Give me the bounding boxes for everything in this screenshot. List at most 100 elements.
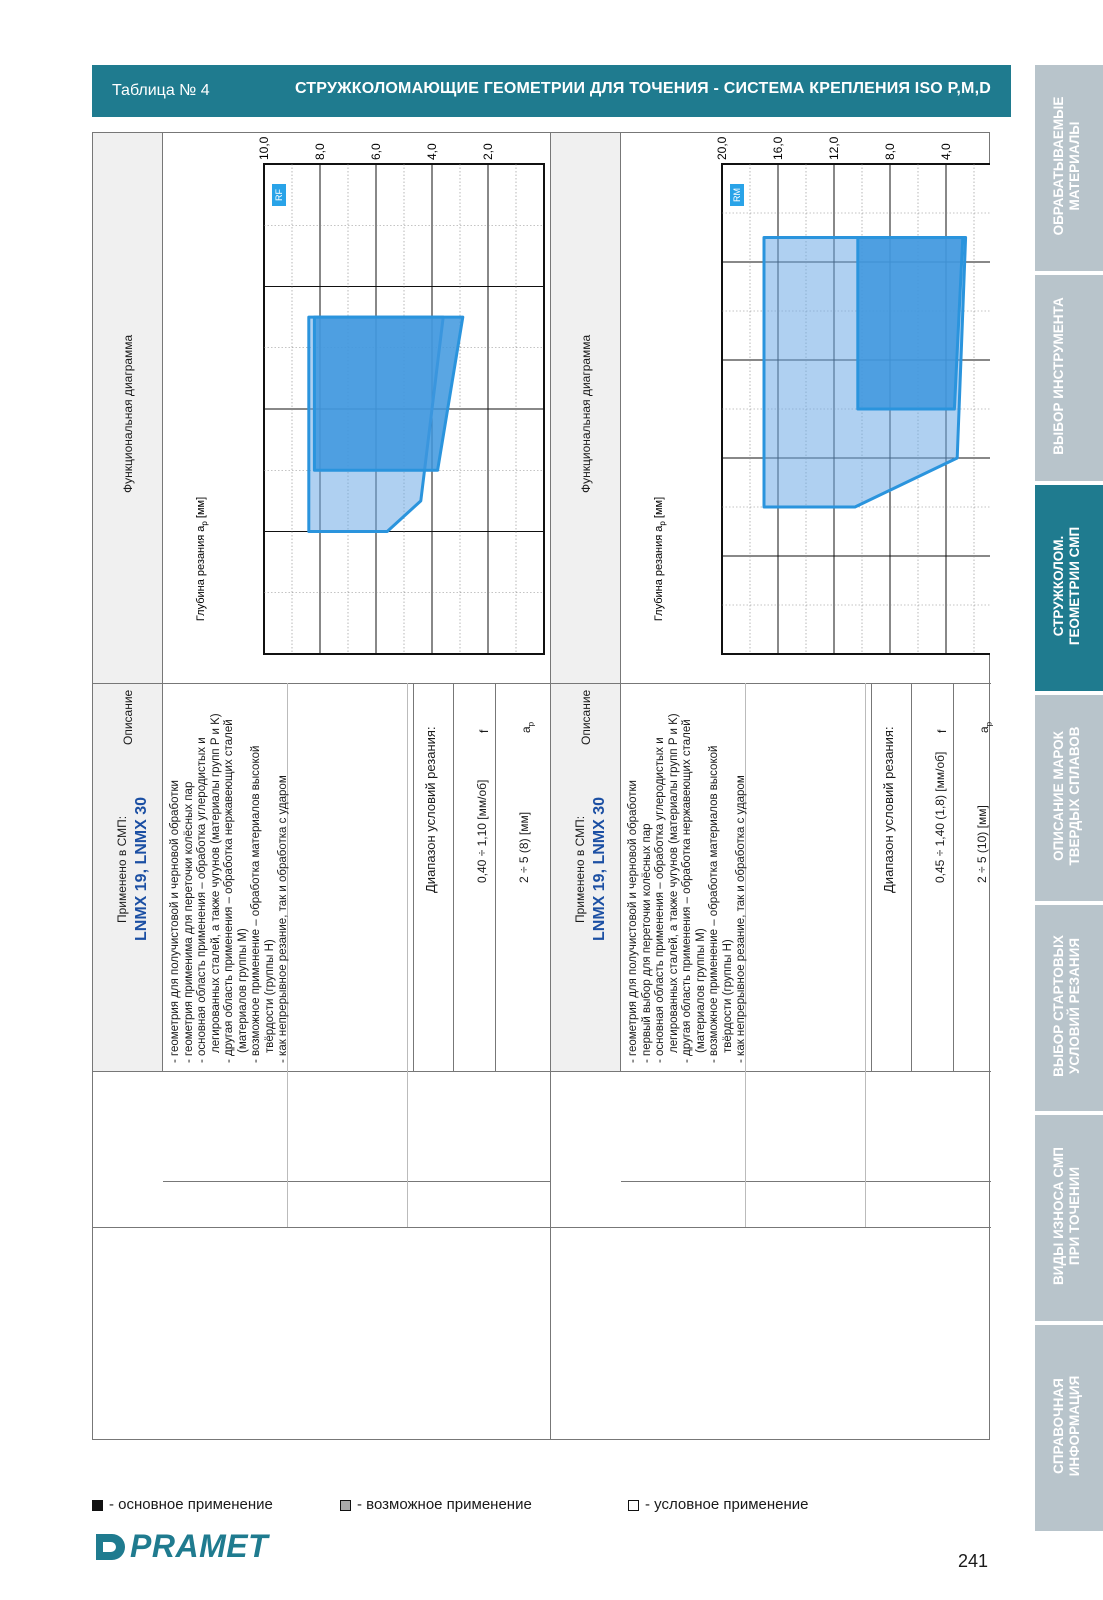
- description-section-title: Описание: [121, 689, 135, 745]
- y-tick-label: 4,0: [939, 143, 953, 160]
- side-tab-label: ОБРАБАТЫВАЕМЫЕ МАТЕРИАЛЫ: [1051, 96, 1082, 236]
- bullet: -: [654, 1055, 666, 1063]
- range-separator: [495, 683, 496, 1071]
- description-item: - первый выбор для переточки колёсных па…: [640, 823, 653, 1063]
- description-item: - геометрия применима для переточки колё…: [182, 781, 195, 1063]
- chart-tag-bg: [730, 184, 744, 206]
- legend-main-icon: [92, 1499, 103, 1511]
- description-section-title: Описание: [579, 689, 593, 745]
- description-item: - другая область применения – обработка …: [681, 719, 707, 1063]
- range-header-line: [871, 683, 872, 1071]
- table-number: Таблица № 4: [112, 82, 210, 99]
- legend-conditional-icon: [628, 1499, 639, 1511]
- y-axis-label-main: Глубина резания a: [653, 525, 665, 621]
- section-header-column: [551, 133, 621, 1071]
- side-tab-label: ОПИСАНИЕ МАРОК ТВЕРДЫХ СПЛАВОВ: [1051, 726, 1082, 866]
- description-item: - возможное применение – обработка матер…: [708, 745, 734, 1063]
- applied-label: Применено в СМП:: [573, 815, 587, 923]
- f-symbol: f: [935, 729, 949, 733]
- y-axis-label-unit: [мм]: [195, 497, 207, 521]
- row-separator: [551, 1071, 991, 1072]
- y-tick-label: 8,0: [883, 143, 897, 160]
- y-axis-label-sub: p: [200, 521, 209, 526]
- ap-symbol: ap: [519, 721, 536, 733]
- section-header-column: [93, 133, 163, 1071]
- side-tab-4[interactable]: ОПИСАНИЕ МАРОК ТВЕРДЫХ СПЛАВОВ: [1035, 695, 1103, 901]
- bullet: -: [640, 1055, 653, 1063]
- chart-region-main: [312, 315, 465, 472]
- bullet: -: [708, 1055, 720, 1063]
- applied-models: LNMX 19, LNMX 30: [133, 796, 150, 941]
- description-item: - основная область применения – обработк…: [654, 713, 680, 1063]
- y-tick-label: 20,0: [715, 136, 729, 160]
- chart-region-main: [856, 236, 965, 411]
- range-label: Диапазон условий резания:: [881, 726, 896, 893]
- side-tab-3[interactable]: СТРУЖКОЛОМ. ГЕОМЕТРИИ СМП: [1035, 485, 1103, 691]
- col-separator: [745, 683, 746, 1227]
- table-header: Таблица № 4 СТРУЖКОЛОМАЮЩИЕ ГЕОМЕТРИИ ДЛ…: [92, 65, 1011, 117]
- row-separator: [551, 1227, 991, 1228]
- col-separator: [287, 683, 288, 1227]
- legend-conditional: - условное применение: [628, 1496, 809, 1513]
- range-header-line: [413, 683, 414, 1071]
- ap-symbol: ap: [977, 721, 994, 733]
- bullet: -: [223, 1055, 235, 1063]
- description-item: - геометрия для получистовой и черновой …: [169, 780, 181, 1063]
- y-tick-label: 4,0: [425, 143, 439, 160]
- pramet-logo-icon: [96, 1534, 125, 1560]
- f-range: 0,45 ÷ 1,40 (1,8) [мм/об]: [933, 751, 947, 883]
- range-label: Диапазон условий резания:: [423, 726, 438, 893]
- description-list: - геометрия для получистовой и черновой …: [627, 693, 749, 1063]
- side-tab-2[interactable]: ВЫБОР ИНСТРУМЕНТА: [1035, 275, 1103, 481]
- y-tick-label: 2,0: [481, 143, 495, 160]
- side-tab-1[interactable]: ОБРАБАТЫВАЕМЫЕ МАТЕРИАЛЫ: [1035, 65, 1103, 271]
- row-separator: [551, 683, 991, 684]
- row-separator: [621, 1181, 991, 1182]
- y-tick-label: 12,0: [827, 136, 841, 160]
- table-title: СТРУЖКОЛОМАЮЩИЕ ГЕОМЕТРИИ ДЛЯ ТОЧЕНИЯ - …: [294, 80, 991, 97]
- f-range: 0,40 ÷ 1,10 [мм/об]: [475, 779, 489, 883]
- y-axis-label-unit: [мм]: [653, 497, 665, 521]
- y-tick-label: 10,0: [257, 136, 271, 160]
- applied-models: LNMX 19, LNMX 30: [591, 796, 608, 941]
- y-axis-label: Глубина резания ap [мм]: [195, 497, 209, 621]
- side-tab-6[interactable]: ВИДЫ ИЗНОСА СМП ПРИ ТОЧЕНИИ: [1035, 1115, 1103, 1321]
- side-tab-5[interactable]: ВЫБОР СТАРТОВЫХ УСЛОВИЙ РЕЗАНИЯ: [1035, 905, 1103, 1111]
- side-tab-7[interactable]: СПРАВОЧНАЯ ИНФОРМАЦИЯ: [1035, 1325, 1103, 1531]
- description-item: - другая область применения – обработка …: [223, 719, 249, 1063]
- legend-main: - основное применение: [92, 1496, 273, 1513]
- side-tab-label: ВИДЫ ИЗНОСА СМП ПРИ ТОЧЕНИИ: [1051, 1147, 1082, 1285]
- range-separator: [911, 683, 912, 1071]
- y-axis-label: Глубина резания ap [мм]: [653, 497, 667, 621]
- chart-section-title: Функциональная диаграмма: [579, 334, 593, 493]
- chart-tag-bg: [272, 184, 286, 206]
- bullet: -: [182, 1055, 195, 1063]
- bullet: -: [627, 1055, 639, 1063]
- range-separator: [953, 683, 954, 1071]
- row-separator: [93, 1071, 554, 1072]
- y-axis-label-sub: p: [658, 521, 667, 526]
- y-tick-label: 6,0: [369, 143, 383, 160]
- col-separator: [865, 683, 866, 1227]
- f-symbol: f: [477, 729, 491, 733]
- applied-label: Применено в СМП:: [115, 815, 129, 923]
- ap-range: 2 ÷ 5 (8) [мм]: [517, 811, 531, 883]
- chart-tag: RM: [732, 188, 742, 202]
- legend-possible-icon: [340, 1499, 351, 1511]
- chart-tag: RF: [274, 189, 284, 201]
- row-separator: [93, 1227, 554, 1228]
- row-separator: [163, 1181, 554, 1182]
- description-item: - возможное применение – обработка матер…: [250, 745, 276, 1063]
- description-list: - геометрия для получистовой и черновой …: [169, 693, 291, 1063]
- bullet: -: [169, 1055, 181, 1063]
- side-tab-label: СТРУЖКОЛОМ. ГЕОМЕТРИИ СМП: [1051, 526, 1082, 646]
- ap-range: 2 ÷ 5 (10) [мм]: [975, 805, 989, 883]
- function-diagram: 00,40,81,21,62,04,06,08,010,0RFПодача f …: [195, 136, 553, 657]
- side-tab-label: СПРАВОЧНАЯ ИНФОРМАЦИЯ: [1051, 1375, 1082, 1477]
- side-tab-label: ВЫБОР ИНСТРУМЕНТА: [1051, 297, 1066, 455]
- legend-possible: - возможное применение: [340, 1496, 532, 1513]
- row-separator: [93, 683, 554, 684]
- brand-name: PRAMET: [130, 1528, 269, 1564]
